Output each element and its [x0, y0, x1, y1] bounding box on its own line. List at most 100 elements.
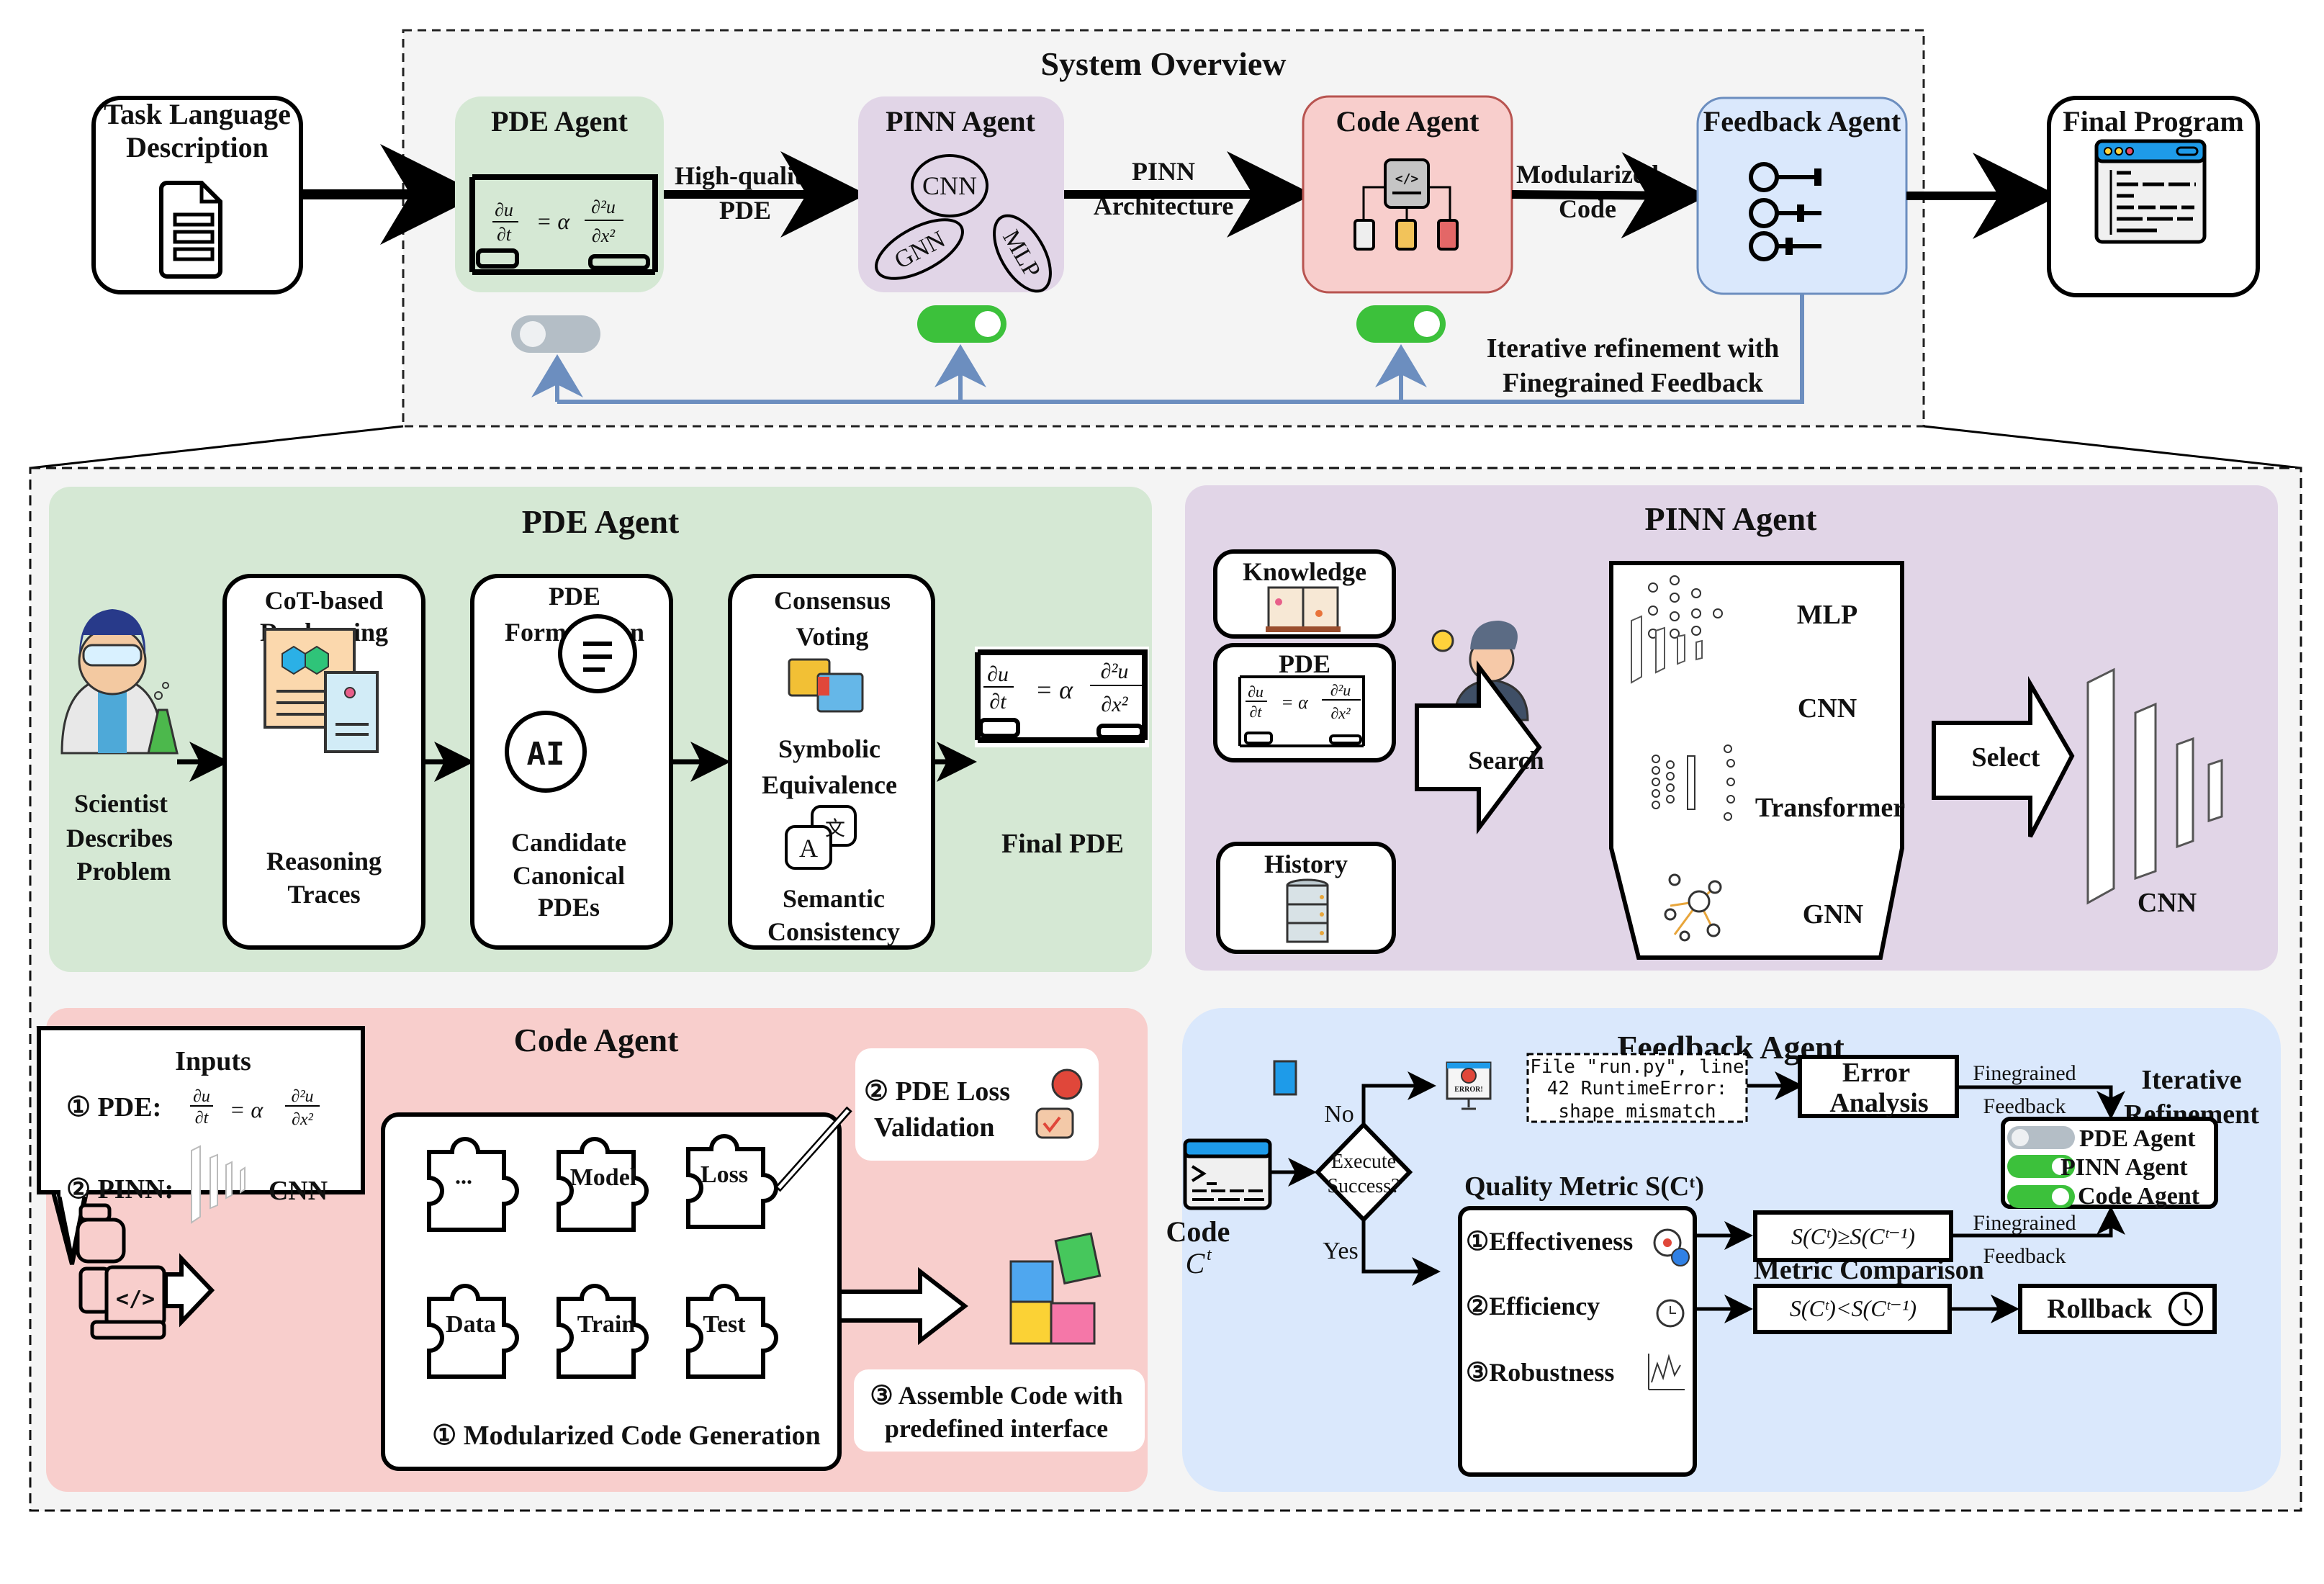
svg-text:Model: Model	[570, 1164, 637, 1191]
zoom-connector-left	[30, 425, 404, 469]
arrow-modules-to-assemble	[837, 1266, 968, 1346]
svg-text:Semantic: Semantic	[783, 884, 885, 913]
pde-source[interactable]: PDE ∂u ∂t = α ∂²u ∂x²	[1213, 643, 1396, 762]
module-piece-loss[interactable]: Loss	[686, 1134, 778, 1229]
stopwatch-icon	[1656, 1299, 1685, 1328]
code-hierarchy-icon: </>	[1354, 158, 1459, 251]
svg-text:Validation: Validation	[874, 1112, 995, 1143]
pde-agent-title: PDE Agent	[522, 503, 680, 540]
svg-text:PDE: PDE	[1279, 649, 1330, 678]
feedback-agent-panel: Feedback Agent Code C t Execute Success?…	[1166, 1008, 2281, 1492]
arch-item-cnn[interactable]: CNN	[1631, 615, 1857, 724]
svg-text:= α: = α	[1281, 692, 1309, 713]
stamp-icon	[1035, 1068, 1083, 1139]
arch-item-mlp[interactable]: MLP	[1648, 575, 1857, 639]
history-clock-icon	[2168, 1292, 2203, 1326]
svg-text:History: History	[1264, 850, 1348, 878]
error-screen-icon: ERROR!	[1446, 1061, 1492, 1110]
rollback-box[interactable]: Rollback	[2018, 1284, 2217, 1334]
assemble-code-box[interactable]: ③ Assemble Code with predefined interfac…	[854, 1369, 1145, 1452]
overview-title: System Overview	[1040, 45, 1286, 82]
svg-text:Feedback Agent: Feedback Agent	[1703, 105, 1901, 138]
pde-board-icon: ∂u ∂t = α ∂²u ∂x²	[469, 174, 658, 275]
knowledge-source[interactable]: Knowledge	[1213, 549, 1396, 639]
toggle-code-agent[interactable]	[1356, 305, 1446, 343]
history-source[interactable]: History	[1216, 842, 1396, 954]
overview-feedback-agent[interactable]: Feedback Agent	[1696, 96, 1908, 295]
svg-text:GNN: GNN	[1803, 899, 1863, 930]
module-piece-etc[interactable]: ...	[427, 1137, 519, 1232]
toggle-row-pde-agent[interactable]: PDE Agent	[2007, 1125, 2196, 1152]
svg-text:Feedback: Feedback	[1983, 1094, 2066, 1118]
module-piece-data[interactable]: Data	[427, 1284, 519, 1379]
consensus-voting-card[interactable]: Consensus Voting Symbolic Equivalence A …	[728, 574, 935, 950]
svg-text:42 RuntimeError:: 42 RuntimeError:	[1547, 1078, 1727, 1099]
svg-text:predefined interface: predefined interface	[885, 1414, 1108, 1443]
edge-label-modularized-code: Modularized	[1516, 160, 1659, 189]
svg-text:Finegrained Feedback: Finegrained Feedback	[1503, 368, 1764, 398]
toggle-pde-agent[interactable]	[511, 315, 600, 353]
selected-architecture-label: CNN	[2138, 888, 2197, 918]
toggle-pinn-agent[interactable]	[917, 305, 1006, 343]
cnn-chip	[911, 154, 988, 217]
code-label: Code	[1166, 1215, 1230, 1248]
execute-success-decision: Execute Success?	[1314, 1121, 1413, 1223]
code-symbol: C	[1186, 1247, 1206, 1279]
arrow-ge-to-toggles	[1951, 1206, 2125, 1238]
module-piece-test[interactable]: Test	[686, 1284, 778, 1379]
svg-text:Loss: Loss	[701, 1161, 748, 1188]
svg-text:Code Agent: Code Agent	[2078, 1183, 2200, 1210]
svg-text:③ Assemble Code with: ③ Assemble Code with	[870, 1381, 1122, 1410]
pde-formulation-card[interactable]: PDE Formulation AI Candidate Canonical P…	[470, 574, 673, 950]
final-pde-board: ∂u ∂t = α ∂²u ∂x²	[975, 647, 1149, 747]
arch-item-transformer[interactable]: Transformer	[1652, 744, 1905, 823]
comparison-lt-box: S(Cᵗ)<S(Cᵗ⁻¹)	[1753, 1284, 1952, 1334]
edge-label-high-quality: High-quality	[675, 161, 816, 190]
svg-text:PDE Agent: PDE Agent	[2079, 1125, 2196, 1152]
svg-text:Inputs: Inputs	[175, 1046, 251, 1076]
coder-robot-icon	[76, 1203, 166, 1340]
svg-text:∂u: ∂u	[495, 199, 513, 220]
code-agent-title: Code Agent	[514, 1022, 679, 1058]
gnn-graph-icon	[1664, 873, 1722, 942]
code-window-icon	[2094, 139, 2207, 244]
svg-text:= α: = α	[536, 208, 571, 234]
module-piece-train[interactable]: Train	[557, 1284, 649, 1379]
module-piece-model[interactable]: Model	[557, 1137, 649, 1232]
svg-text:File "run.py", line: File "run.py", line	[1530, 1056, 1744, 1078]
overview-code-agent[interactable]: Code Agent </>	[1302, 95, 1513, 294]
arrow-yes-branch	[1361, 1220, 1441, 1286]
error-analysis-box[interactable]: Error Analysis	[1798, 1055, 1959, 1118]
svg-text:AI: AI	[527, 736, 565, 773]
svg-text:ERROR!: ERROR!	[1454, 1086, 1482, 1094]
svg-text:Consistency: Consistency	[767, 917, 900, 946]
cot-rephrasing-card[interactable]: CoT-based Rephrasing Reasoning Traces	[222, 574, 425, 950]
toggle-row-pinn-agent[interactable]: PINN Agent	[2007, 1154, 2188, 1181]
quality-metric-title: Quality Metric S(Cᵗ)	[1464, 1171, 1704, 1202]
overview-pde-agent[interactable]: PDE Agent ∂u ∂t = α ∂²u ∂x²	[455, 96, 664, 292]
toggle-row-code-agent[interactable]: Code Agent	[2007, 1183, 2200, 1210]
overview-pinn-agent[interactable]: PINN Agent CNN GNN MLP	[858, 96, 1064, 300]
svg-text:PINN Agent: PINN Agent	[2060, 1154, 2188, 1181]
task-description-box[interactable]: Task Language Description	[91, 96, 303, 294]
arch-item-gnn[interactable]: GNN	[1664, 873, 1863, 942]
svg-text:CoT-based: CoT-based	[265, 586, 384, 615]
database-icon	[1286, 878, 1329, 943]
svg-text:CNN: CNN	[269, 1176, 328, 1206]
svg-text:= α: = α	[230, 1097, 264, 1122]
satisfaction-sliders-icon	[1749, 162, 1821, 261]
feedback-loop	[531, 294, 1804, 404]
final-program-box[interactable]: Final Program	[2047, 96, 2260, 297]
pde-loss-validation-box[interactable]: ② PDE Loss Validation	[855, 1048, 1099, 1161]
module-puzzle-pieces: ... Model Loss Data Train Test	[427, 1134, 778, 1379]
svg-text:PDE Agent: PDE Agent	[491, 105, 629, 138]
svg-text:∂t: ∂t	[989, 690, 1006, 714]
svg-text:∂t: ∂t	[195, 1109, 210, 1128]
cnn-mini-icon	[191, 1145, 246, 1224]
svg-text:Success?: Success?	[1327, 1175, 1400, 1197]
svg-text:Error: Error	[1842, 1058, 1910, 1088]
metric-effectiveness: ①Effectiveness	[1466, 1227, 1633, 1256]
error-message-box: File "run.py", line 42 RuntimeError: sha…	[1526, 1053, 1748, 1123]
svg-text:Voting: Voting	[796, 622, 869, 651]
translate-icon: A 文	[785, 805, 857, 870]
